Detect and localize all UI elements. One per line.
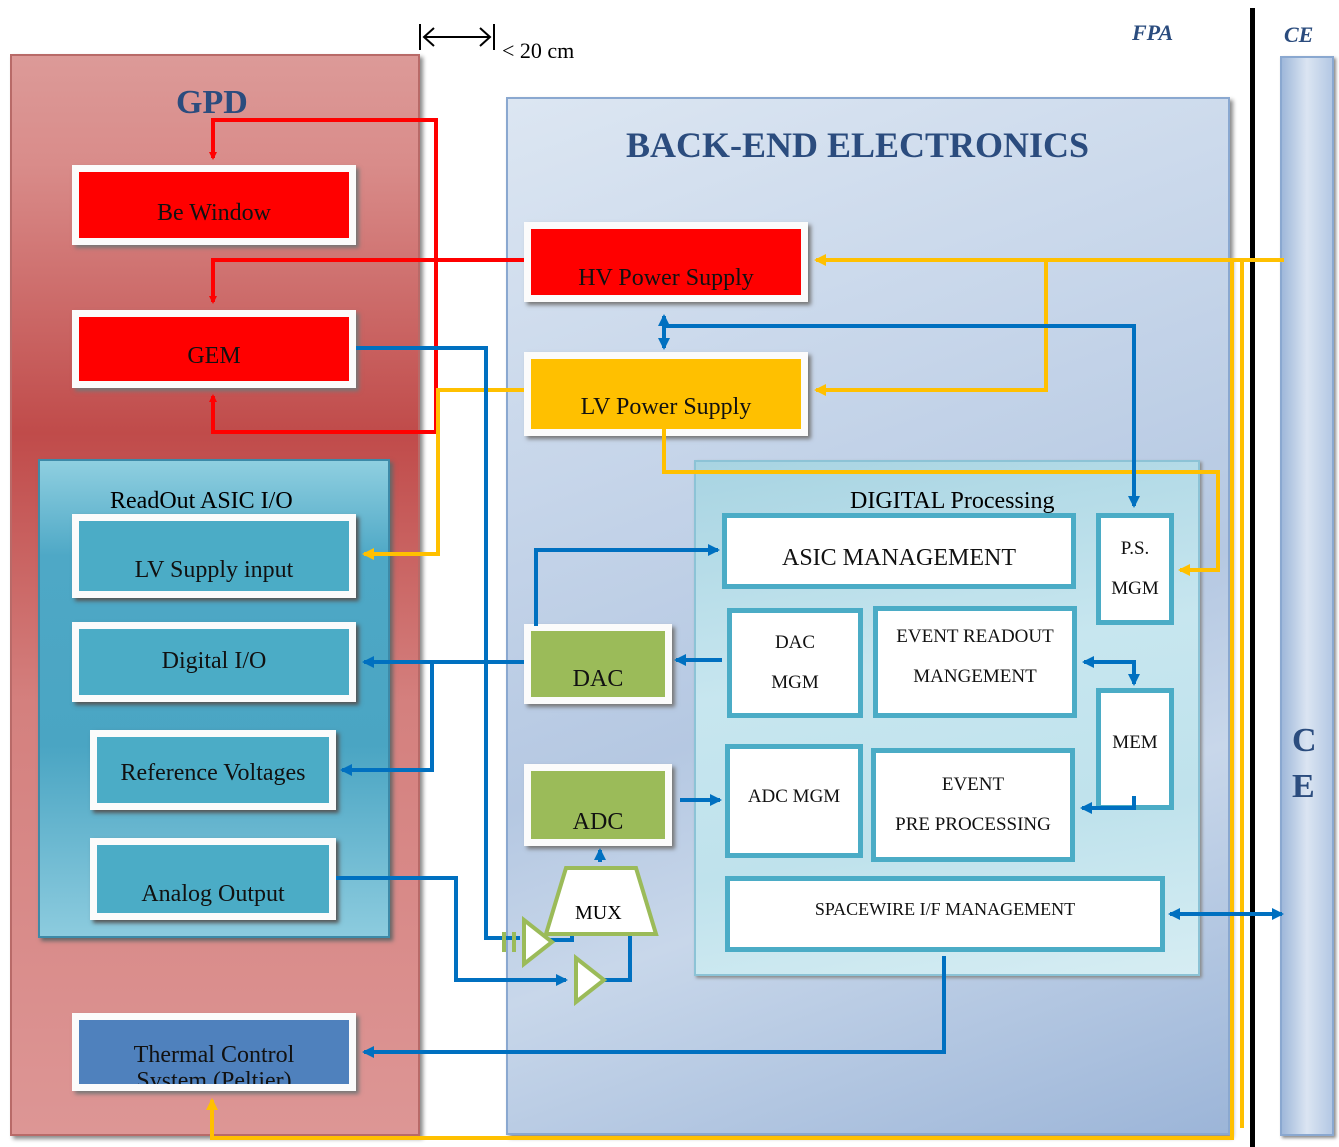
thermal-control-label: Thermal Control System (Peltier) [133, 1042, 295, 1091]
spacewire-block: SPACEWIRE I/F MANAGEMENT [725, 876, 1165, 952]
dac-mgm-line1: DAC [774, 632, 816, 653]
fpa-label: FPA [1132, 20, 1174, 45]
dac-block: DAC [524, 624, 672, 704]
event-pre-line2: PRE PROCESSING [895, 814, 1051, 835]
thermal-control-block: Thermal Control System (Peltier) [72, 1013, 356, 1091]
adc-block: ADC [524, 764, 672, 846]
mem-block: MEM [1096, 688, 1174, 810]
be-window-label: Be Window [157, 199, 271, 226]
gpd-title: GPD [176, 84, 248, 121]
mem-label: MEM [1112, 732, 1158, 753]
hv-power-supply-block: HV Power Supply [524, 222, 808, 302]
dac-label: DAC [572, 665, 624, 692]
be-window-block: Be Window [72, 165, 356, 245]
event-readout-block: EVENT READOUT MANGEMENT [873, 606, 1077, 718]
ps-mgm-line2: MGM [1111, 578, 1159, 599]
lv-supply-input-label: LV Supply input [134, 556, 294, 583]
ce-top-label: CE [1284, 22, 1314, 47]
fpa-ce-separator [1250, 8, 1255, 1147]
dimension-marker [419, 24, 495, 50]
adc-mgm-label: ADC MGM [747, 786, 841, 807]
reference-voltages-label: Reference Voltages [120, 759, 306, 786]
gem-label: GEM [187, 342, 241, 369]
event-readout-line1: EVENT READOUT [896, 626, 1054, 647]
digital-processing-title: DIGITAL Processing [850, 488, 1055, 514]
hv-power-supply-label: HV Power Supply [578, 264, 754, 291]
adc-mgm-block: ADC MGM [725, 744, 863, 858]
amplifier-2-icon [574, 953, 608, 1007]
ps-mgm-line1: P.S. [1120, 538, 1150, 559]
ce-letter-c: C [1292, 722, 1317, 759]
analog-output-label: Analog Output [141, 880, 285, 907]
analog-output-block: Analog Output [90, 838, 336, 920]
blue-signal-lines [336, 314, 1284, 1058]
mux-label: MUX [575, 902, 622, 924]
digital-io-block: Digital I/O [72, 622, 356, 702]
asic-management-block: ASIC MANAGEMENT [722, 513, 1076, 589]
dac-mgm-block: DAC MGM [727, 608, 863, 718]
dac-mgm-line2: MGM [771, 672, 819, 693]
ce-panel [1280, 56, 1334, 1136]
dimension-label: < 20 cm [502, 38, 575, 63]
gem-block: GEM [72, 310, 356, 388]
lv-supply-input-block: LV Supply input [72, 514, 356, 598]
event-pre-line1: EVENT [941, 774, 1005, 795]
mux-symbol [543, 866, 659, 936]
ce-letter-e: E [1292, 768, 1315, 805]
event-readout-line2: MANGEMENT [913, 666, 1037, 687]
ps-mgm-block: P.S. MGM [1096, 513, 1174, 625]
readout-title: ReadOut ASIC I/O [110, 488, 293, 514]
reference-voltages-block: Reference Voltages [90, 730, 336, 810]
red-hv-lines [209, 118, 524, 434]
digital-io-label: Digital I/O [161, 647, 267, 674]
asic-management-label: ASIC MANAGEMENT [782, 544, 1016, 571]
yellow-lv-lines [206, 254, 1284, 1140]
adc-label: ADC [572, 808, 624, 835]
backend-title: BACK-END ELECTRONICS [626, 125, 1090, 165]
lv-power-supply-label: LV Power Supply [580, 393, 752, 420]
spacewire-label: SPACEWIRE I/F MANAGEMENT [814, 898, 1076, 919]
event-preprocessing-block: EVENT PRE PROCESSING [871, 748, 1075, 862]
amplifier-1-icon [502, 915, 556, 969]
